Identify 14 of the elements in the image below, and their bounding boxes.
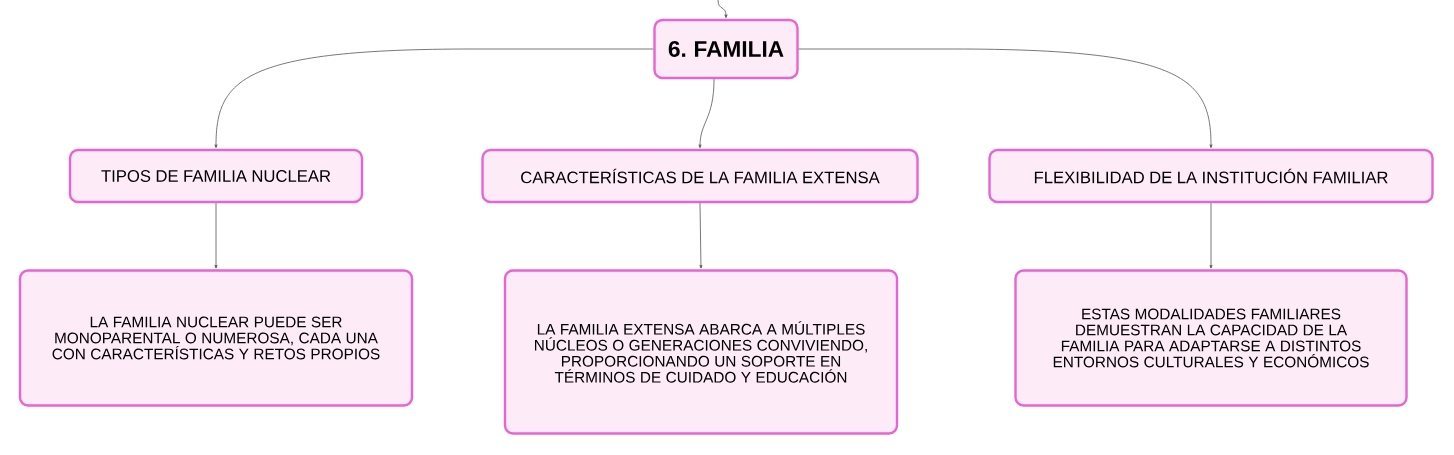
note-box: LA FAMILIA EXTENSA ABARCA A MÚLTIPLES NÚCLEOS O GENERACIONES CONVIVIENDO, PROPORCIONANDO UN SOPORTE EN TÉRMINOS DE CUIDADO Y EDUCACIÓN xyxy=(503,269,899,435)
topic-box: FLEXIBILIDAD DE LA INSTITUCIÓN FAMILIAR xyxy=(988,148,1434,204)
arrow xyxy=(1209,202,1213,269)
arrow xyxy=(214,48,654,149)
arrow xyxy=(699,202,703,269)
topic-box: CARACTERÍSTICAS DE LA FAMILIA EXTENSA xyxy=(481,148,919,204)
note-box: LA FAMILIA NUCLEAR PUEDE SER MONOPARENTAL O NUMEROSA, CADA UNA CON CARACTERÍSTICAS Y RETOS PROPIOS xyxy=(18,269,414,407)
arrow xyxy=(798,48,1213,149)
note-box: ESTAS MODALIDADES FAMILIARES DEMUESTRAN LA CAPACIDAD DE LA FAMILIA PARA ADAPTARSE A DISTINTOS ENTORNOS CULTURALES Y ECONÓMICOS xyxy=(1014,269,1408,407)
central-topic-box: 6. FAMILIA xyxy=(653,18,799,80)
arrow xyxy=(717,0,728,19)
topic-box: TIPOS DE FAMILIA NUCLEAR xyxy=(68,148,364,204)
arrow xyxy=(214,202,218,269)
arrow xyxy=(698,78,715,149)
